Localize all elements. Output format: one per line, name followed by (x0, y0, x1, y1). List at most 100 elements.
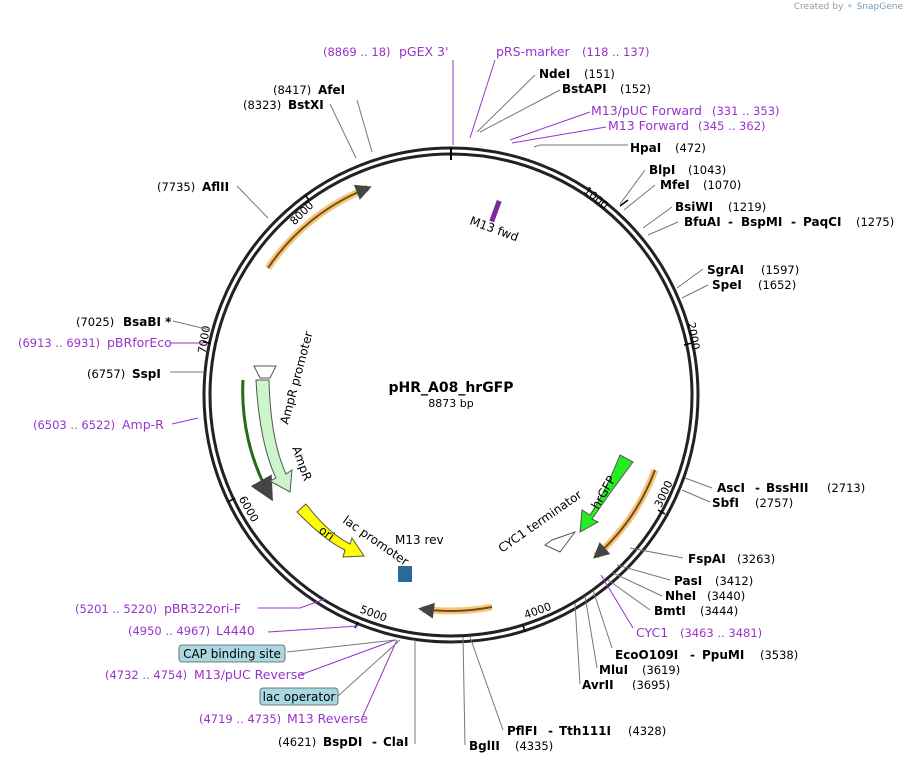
amp-green-arc (241, 379, 273, 502)
enzyme-bglii: BglII (469, 739, 500, 753)
credit-prefix: Created by (793, 2, 844, 12)
enzyme-bspdi-pos: (4621) (278, 735, 316, 749)
svg-text:-: - (548, 724, 553, 738)
box-leader-lines (286, 639, 401, 697)
cyc1-terminator-arrow (544, 530, 577, 553)
feature-amp-promoter: AmpR promoter (277, 330, 315, 426)
enzyme-sbfi-pos: (2757) (755, 496, 793, 510)
enzyme-fspai: FspAI (688, 552, 726, 566)
enzyme-hpai: HpaI (630, 141, 661, 155)
enzyme-tth111i: Tth111I (559, 724, 611, 738)
tick-marks: 1000 2000 3000 4000 5000 6000 7000 8000 (195, 148, 702, 633)
amp-promoter-arrow (253, 365, 277, 379)
enzyme-bfuai: BfuAI (684, 215, 721, 229)
primer-m13-puc-reverse-range: (4732 .. 4754) (105, 668, 187, 682)
primer-amp-r-range: (6503 .. 6522) (33, 418, 115, 432)
feature-hrgfp: hrGFP (588, 473, 618, 511)
enzyme-hpai-pos: (472) (675, 141, 706, 155)
enzyme-bstxi: BstXI (288, 98, 324, 112)
primer-pbrforeco-range: (6913 .. 6931) (18, 336, 100, 350)
enzyme-avrii-pos: (3695) (632, 678, 670, 692)
enzyme-bstapi-pos: (152) (620, 82, 651, 96)
enzyme-sspi-pos: (6757) (87, 367, 125, 381)
snapgene-logo: ⚬ (846, 2, 854, 12)
svg-text:-: - (755, 481, 760, 495)
primer-m13-puc-forward-range: (331 .. 353) (712, 104, 780, 118)
leader-lines (170, 74, 713, 746)
enzyme-ecoo109i: EcoO109I (615, 648, 678, 662)
feature-m13-rev: M13 rev (395, 533, 444, 547)
enzyme-sgrai-pos: (1597) (761, 263, 799, 277)
enzyme-ndei-pos: (151) (584, 67, 615, 81)
enzyme-sgrai: SgrAI (707, 263, 744, 277)
enzyme-nhei-pos: (3440) (707, 589, 745, 603)
feature-cyc1-terminator: CYC1 terminator (496, 487, 585, 555)
enzyme-pflfi: PflFI (507, 724, 537, 738)
primer-cyc1-range: (3463 .. 3481) (680, 626, 762, 640)
orf-arc-top-left (265, 184, 370, 270)
enzyme-labels: NdeI (151) BstAPI (152) HpaI (472) BlpI … (76, 67, 894, 753)
enzyme-ecoo109i-pos: (3538) (760, 648, 798, 662)
primer-pbrforeco: pBRforEco (107, 335, 172, 350)
svg-text:-: - (728, 215, 733, 229)
enzyme-spei: SpeI (712, 278, 742, 292)
m13-fwd-marker (489, 199, 502, 223)
enzyme-pasi: PasI (674, 574, 702, 588)
primer-amp-r: Amp-R (122, 417, 164, 432)
primer-m13-forward: M13 Forward (608, 118, 689, 133)
enzyme-paqci: PaqCI (803, 215, 841, 229)
primer-m13-forward-range: (345 .. 362) (698, 119, 766, 133)
tick-5000: 5000 (358, 603, 389, 625)
enzyme-sbfi: SbfI (712, 496, 739, 510)
enzyme-bmti-pos: (3444) (700, 604, 738, 618)
primer-pgex3-range: (8869 .. 18) (323, 45, 391, 59)
ori-arrow (296, 503, 365, 558)
enzyme-nhei: NheI (665, 589, 696, 603)
enzyme-bglii-pos: (4335) (515, 739, 553, 753)
enzyme-blpi: BlpI (649, 163, 675, 177)
hrgfp-arrow (579, 454, 634, 533)
enzyme-asci: AscI (717, 481, 745, 495)
enzyme-mlui: MluI (599, 663, 628, 677)
enzyme-blpi-pos: (1043) (688, 163, 726, 177)
enzyme-bstapi: BstAPI (562, 82, 607, 96)
enzyme-asci-pos: (2713) (827, 481, 865, 495)
enzyme-pasi-pos: (3412) (715, 574, 753, 588)
enzyme-fspai-pos: (3263) (737, 552, 775, 566)
plasmid-name: pHR_A08_hrGFP (388, 380, 513, 396)
enzyme-afei: AfeI (318, 83, 345, 97)
enzyme-bfuai-pos: (1275) (856, 215, 894, 229)
m13-rev-marker (398, 566, 412, 582)
cap-binding-site-label: CAP binding site (183, 647, 281, 661)
enzyme-ppumi: PpuMI (702, 648, 744, 662)
tick-1000: 1000 (581, 184, 611, 212)
primer-pbr322ori-f-range: (5201 .. 5220) (75, 602, 157, 616)
enzyme-bsiwi: BsiWI (675, 200, 713, 214)
enzyme-mlui-pos: (3619) (642, 663, 680, 677)
enzyme-spei-pos: (1652) (758, 278, 796, 292)
enzyme-bsshii: BssHII (766, 481, 808, 495)
enzyme-aflii-pos: (7735) (157, 180, 195, 194)
primer-m13-reverse-range: (4719 .. 4735) (199, 712, 281, 726)
primer-leader-lines (170, 59, 634, 719)
primer-labels: (8869 .. 18) pGEX 3' pRS-marker (118 .. … (18, 44, 780, 726)
tick-7000: 7000 (195, 325, 213, 355)
primer-m13-reverse: M13 Reverse (287, 711, 368, 726)
svg-text:-: - (791, 215, 796, 229)
enzyme-bspmi: BspMI (741, 215, 782, 229)
enzyme-sspi: SspI (132, 367, 161, 381)
enzyme-bsabi-pos: (7025) (76, 315, 114, 329)
enzyme-clai: ClaI (383, 735, 408, 749)
primer-pgex3: pGEX 3' (399, 44, 448, 59)
credit-label: Created by ⚬ SnapGene (794, 2, 903, 12)
plasmid-size: 8873 bp (428, 397, 473, 410)
svg-text:-: - (372, 735, 377, 749)
primer-prs-marker-range: (118 .. 137) (582, 45, 650, 59)
lac-operator-box (259, 687, 339, 706)
enzyme-bspdi: BspDI (323, 735, 362, 749)
primer-prs-marker: pRS-marker (496, 44, 571, 59)
svg-text:-: - (690, 648, 695, 662)
credit-brand: SnapGene (856, 2, 903, 12)
primer-m13-puc-forward: M13/pUC Forward (591, 103, 702, 118)
